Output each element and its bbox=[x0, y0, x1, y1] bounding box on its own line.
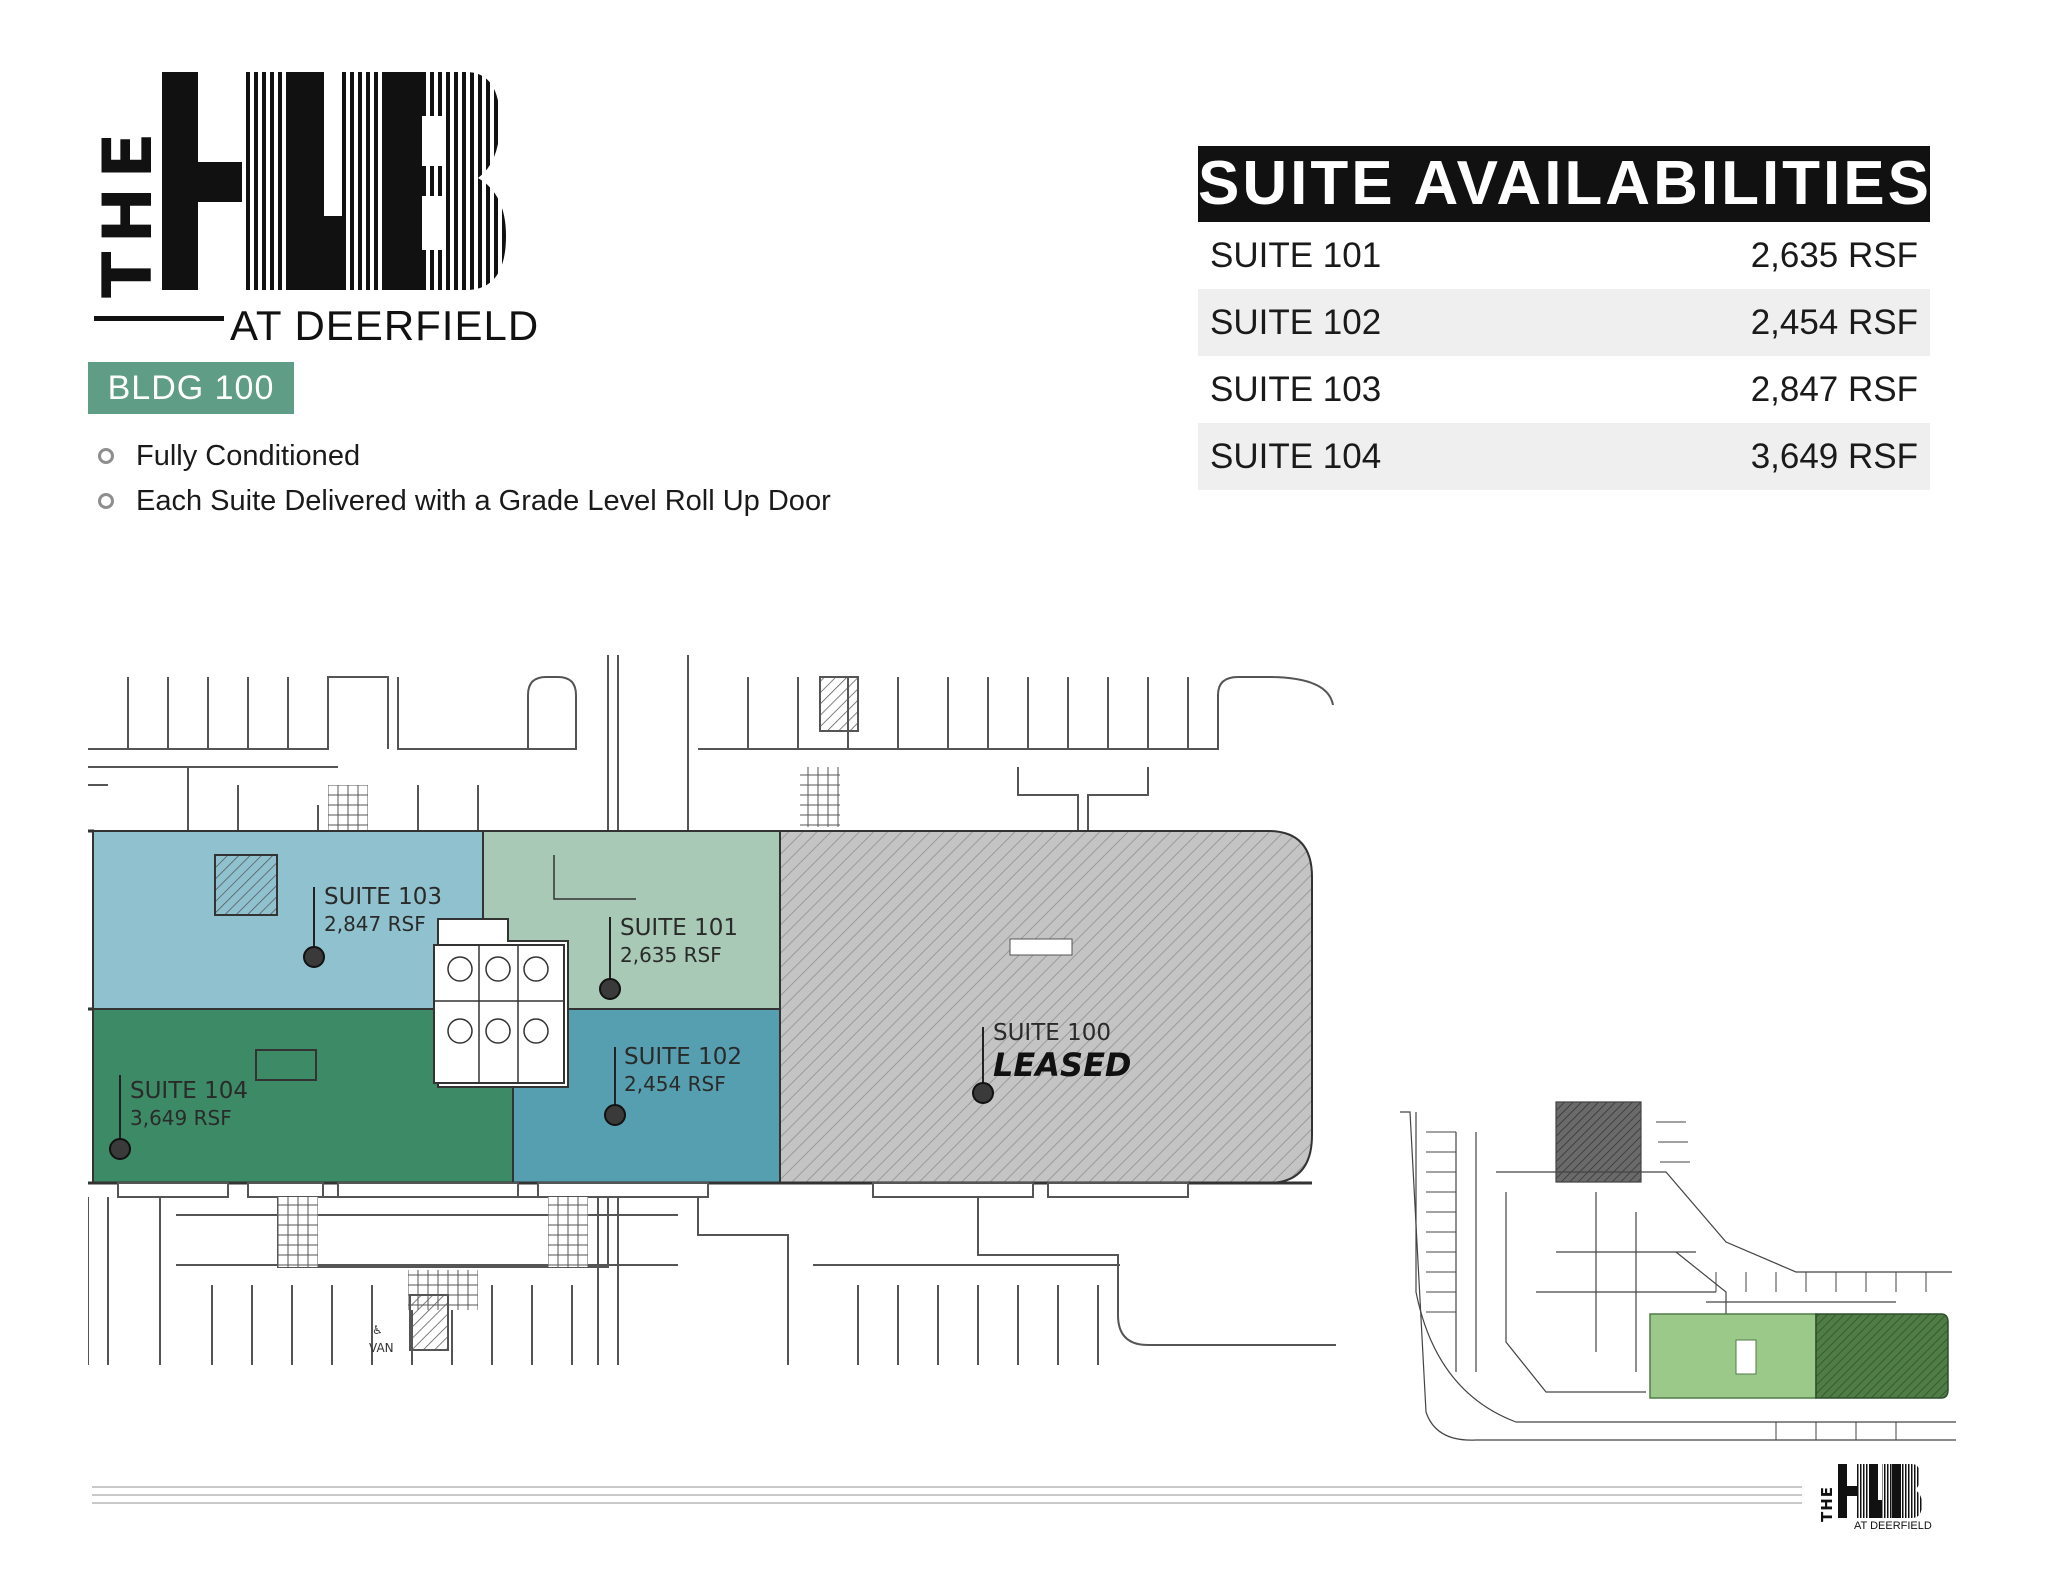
suite-104-label: SUITE 104 3,649 RSF bbox=[130, 1078, 249, 1130]
availability-title: SUITE AVAILABILITIES bbox=[1198, 146, 1930, 222]
logo-subtitle: AT DEERFIELD bbox=[230, 302, 540, 349]
suite-rsf: 2,635 RSF bbox=[1750, 236, 1918, 275]
mini-logo-subtitle: AT DEERFIELD bbox=[1854, 1520, 1932, 1532]
building-badge: BLDG 100 bbox=[88, 362, 294, 414]
site-key-map bbox=[1396, 1092, 1956, 1452]
suite-rsf: 3,649 RSF bbox=[1750, 437, 1918, 476]
suite-name: SUITE 102 bbox=[1210, 303, 1382, 342]
floor-plan: SUITE 103 2,847 RSF SUITE 101 2,635 RSF … bbox=[88, 655, 1348, 1365]
footer-rule bbox=[92, 1494, 1802, 1496]
van-label: VAN bbox=[369, 1341, 394, 1355]
footer-rule bbox=[92, 1486, 1802, 1488]
feature-item: Each Suite Delivered with a Grade Level … bbox=[96, 481, 831, 526]
logo-rule bbox=[94, 316, 224, 321]
suite-name: SUITE 104 bbox=[1210, 437, 1382, 476]
suite-name: SUITE 101 bbox=[1210, 236, 1382, 275]
table-row: SUITE 104 3,649 RSF bbox=[1198, 423, 1930, 490]
footer-logo: THE AT DEERFIELD bbox=[1818, 1462, 1946, 1534]
suite-rsf: 2,454 RSF bbox=[1750, 303, 1918, 342]
footer-rule bbox=[92, 1502, 1802, 1504]
suite-name: SUITE 103 bbox=[1210, 370, 1382, 409]
hub-logo: THE AT DEERFIELD bbox=[86, 66, 606, 356]
key-map-drawing bbox=[1400, 1101, 1956, 1441]
suite-103-label: SUITE 103 2,847 RSF bbox=[324, 884, 443, 936]
logo-hub-mark bbox=[162, 72, 506, 290]
feature-list: Fully Conditioned Each Suite Delivered w… bbox=[96, 436, 831, 526]
leased-status: LEASED bbox=[993, 1046, 1132, 1084]
table-row: SUITE 103 2,847 RSF bbox=[1198, 356, 1930, 423]
suite-availability-table: SUITE AVAILABILITIES SUITE 101 2,635 RSF… bbox=[1198, 146, 1930, 490]
suite-100-label: SUITE 100 LEASED bbox=[993, 1020, 1132, 1084]
bullet-icon bbox=[98, 448, 114, 464]
suite-101-label: SUITE 101 2,635 RSF bbox=[620, 915, 739, 967]
bullet-icon bbox=[98, 493, 114, 509]
table-row: SUITE 102 2,454 RSF bbox=[1198, 289, 1930, 356]
suite-102-label: SUITE 102 2,454 RSF bbox=[624, 1044, 743, 1096]
floor-plan-drawing bbox=[88, 655, 1336, 1365]
table-row: SUITE 101 2,635 RSF bbox=[1198, 222, 1930, 289]
mini-logo-mark bbox=[1838, 1464, 1922, 1518]
accessible-parking-icon: ♿ bbox=[372, 1323, 383, 1337]
feature-item: Fully Conditioned bbox=[96, 436, 831, 481]
suite-rsf: 2,847 RSF bbox=[1750, 370, 1918, 409]
